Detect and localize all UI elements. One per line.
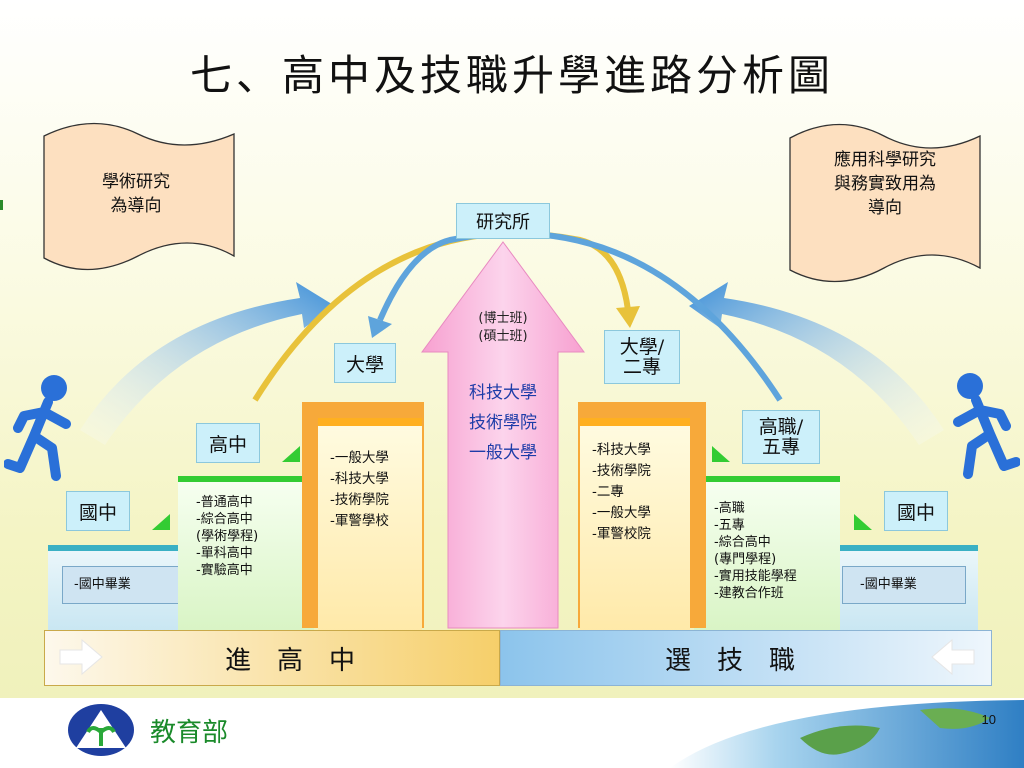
left-col3: -一般大學 -科技大學 -技術學院 -軍警學校 xyxy=(330,450,389,529)
right-yellow-step xyxy=(580,418,690,634)
left-level3-label: 大學 xyxy=(334,343,396,383)
right-grad-box xyxy=(842,566,966,604)
runner-left-icon xyxy=(4,375,71,481)
page-number: 10 xyxy=(981,712,996,727)
center-degrees: (博士班) (碩士班) xyxy=(448,310,558,346)
center-arrow xyxy=(421,241,585,629)
edge-marker xyxy=(0,200,3,210)
center-items: 科技大學 技術學院 一般大學 xyxy=(448,378,558,468)
org-name: 教育部 xyxy=(150,718,229,748)
note-left-shape xyxy=(43,122,235,271)
right-level2-label: 高職/ 五專 xyxy=(742,410,820,464)
bottom-left-label: 進 高 中 xyxy=(224,646,355,676)
bottom-left-bar xyxy=(44,630,500,686)
note-right-shape xyxy=(789,123,981,283)
center-line1: (博士班) xyxy=(478,311,528,326)
right-col2: -高職 -五專 -綜合高中 (專門學程) -實用技能學程 -建教合作班 xyxy=(714,501,797,601)
left-green-step xyxy=(178,476,314,634)
bottom-right-bar xyxy=(500,630,992,686)
left-level1-label: 國中 xyxy=(66,491,130,531)
page-title: 七、高中及技職升學進路分析圖 xyxy=(189,51,834,100)
bottom-right-arrow-icon xyxy=(931,638,975,676)
globe-decoration xyxy=(670,700,1024,768)
left-col2: -普通高中 -綜合高中 (學術學程) -單科高中 -實驗高中 xyxy=(196,495,259,578)
left-yellow-step xyxy=(318,418,422,634)
graduate-school-label: 研究所 xyxy=(456,203,550,239)
left-col1: -國中畢業 xyxy=(74,577,131,592)
moe-logo-icon xyxy=(68,704,134,756)
note-right: 應用科學研究 與務實致用為 導向 xyxy=(834,150,936,218)
center-item: 技術學院 xyxy=(469,413,537,433)
right-col3: -科技大學 -技術學院 -二專 -一般大學 -軍警校院 xyxy=(592,442,651,542)
right-col1: -國中畢業 xyxy=(860,577,917,592)
right-green-step xyxy=(694,476,840,634)
right-level1-label: 國中 xyxy=(884,491,948,531)
bottom-left-arrow-icon xyxy=(59,638,103,676)
left-level2-label: 高中 xyxy=(196,423,260,463)
bottom-right-label: 選 技 職 xyxy=(664,646,795,676)
center-item: 科技大學 xyxy=(469,383,537,403)
right-level3-label: 大學/ 二專 xyxy=(604,330,680,384)
note-left: 學術研究 為導向 xyxy=(102,172,170,216)
center-line2: (碩士班) xyxy=(478,329,528,344)
left-grad-box xyxy=(62,566,186,604)
center-item: 一般大學 xyxy=(469,443,537,463)
runner-right-icon xyxy=(953,373,1020,479)
